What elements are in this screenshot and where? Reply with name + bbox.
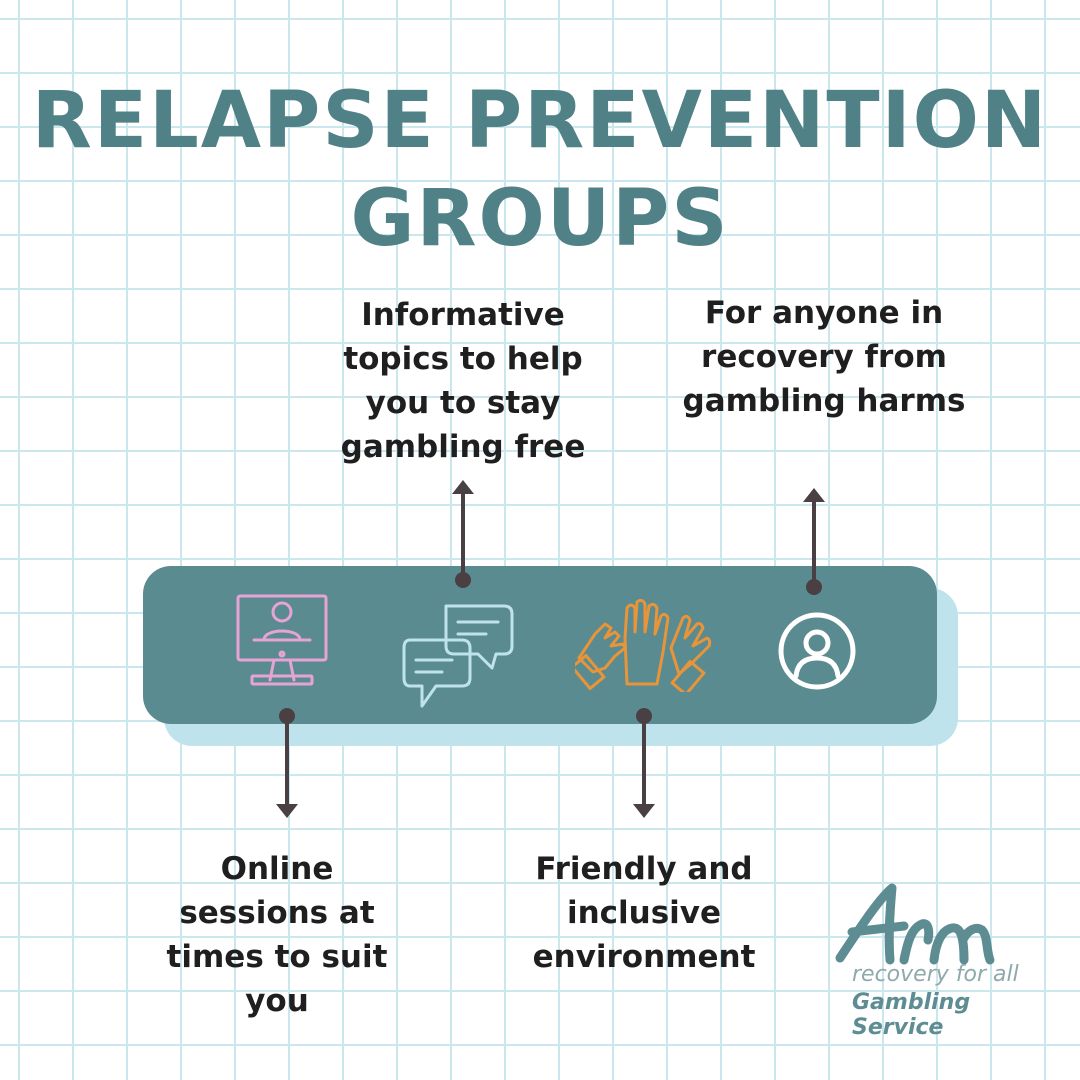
page-title: RELAPSE PREVENTION GROUPS (31, 76, 1049, 264)
connector-friendly (633, 708, 655, 818)
computer-user-icon (236, 594, 328, 686)
ara-logo: recovery for all Gambling Service (830, 880, 1060, 1040)
chat-bubbles-icon (402, 604, 514, 708)
connector-online (276, 708, 298, 818)
ara-logo-mark (835, 883, 995, 965)
caption-friendly: Friendly and inclusive environment (532, 851, 756, 975)
caption-informative: Informative topics to help you to stay g… (340, 297, 586, 465)
connector-anyone (803, 488, 825, 595)
logo-tagline: recovery for all (852, 962, 1019, 987)
connector-informative (452, 480, 474, 588)
caption-online: Online sessions at times to suit you (166, 851, 388, 1019)
caption-anyone: For anyone in recovery from gambling har… (682, 295, 966, 419)
high-five-icon (575, 598, 712, 692)
person-circle-icon (778, 612, 856, 690)
logo-service-name: Gambling Service (852, 990, 971, 1040)
